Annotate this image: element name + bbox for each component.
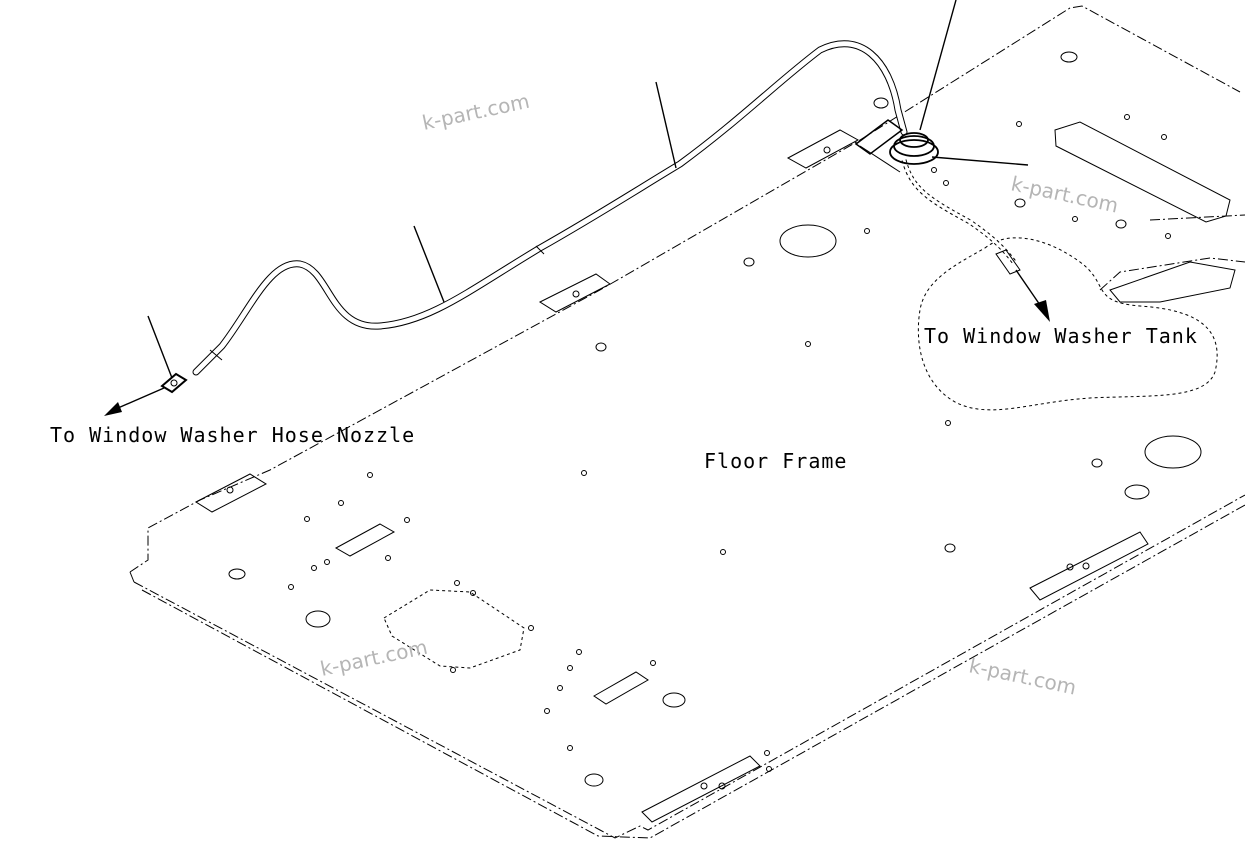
label-floor-frame: Floor Frame	[704, 449, 847, 473]
label-to-nozzle: To Window Washer Hose Nozzle	[50, 423, 415, 447]
leader-lines	[147, 0, 1029, 379]
hose-grommet	[854, 119, 939, 173]
washer-hose	[192, 40, 1021, 376]
watermark-4: k-part.com	[967, 653, 1079, 699]
watermark-1: k-part.com	[420, 89, 532, 135]
frame-slots	[194, 121, 1236, 823]
floor-frame-outline	[129, 5, 1245, 839]
frame-holes	[226, 51, 1202, 790]
arrow-to-nozzle	[104, 387, 165, 416]
watermark-3: k-part.com	[318, 635, 430, 681]
arrow-to-tank	[1015, 269, 1050, 322]
label-to-tank: To Window Washer Tank	[924, 324, 1198, 348]
tank-region-outline	[917, 237, 1218, 411]
watermark-2: k-part.com	[1009, 171, 1121, 217]
hose-connector	[160, 372, 188, 394]
